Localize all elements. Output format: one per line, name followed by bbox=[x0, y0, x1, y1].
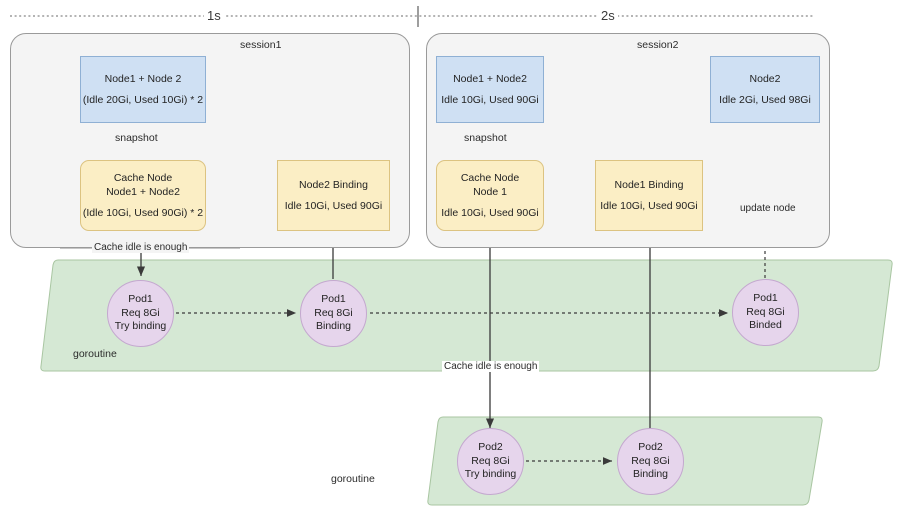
session2-binding-box-line1: Node1 Binding bbox=[614, 178, 684, 191]
pod1-try-binding-node[interactable]: Pod1 Req 8Gi Try binding bbox=[107, 280, 174, 347]
pod1-binding-line2: Req 8Gi bbox=[314, 306, 353, 319]
pod1-binding-line1: Pod1 bbox=[321, 292, 346, 305]
pod1-binded-line3: Binded bbox=[749, 319, 782, 332]
session2-title: session2 bbox=[637, 39, 679, 51]
session2-cache-box-line2: Node 1 bbox=[473, 185, 507, 198]
pod1-binding-line3: Binding bbox=[315, 320, 352, 333]
session1-node-box-line1: Node1 + Node 2 bbox=[104, 72, 182, 85]
pod1-try-binding-line2: Req 8Gi bbox=[121, 306, 160, 319]
pod1-try-binding-line3: Try binding bbox=[114, 320, 167, 333]
session1-snapshot-label: snapshot bbox=[115, 132, 158, 144]
session1-title: session1 bbox=[240, 39, 282, 51]
pod2-try-binding-line3: Try binding bbox=[464, 468, 517, 481]
session2-node2-box-line2: Idle 2Gi, Used 98Gi bbox=[719, 94, 811, 106]
pod2-binding-line2: Req 8Gi bbox=[631, 454, 670, 467]
session1-cache-box-line1: Cache Node bbox=[113, 171, 173, 184]
pod2-binding-node[interactable]: Pod2 Req 8Gi Binding bbox=[617, 428, 684, 495]
session1-cache-box-line3: (Idle 10Gi, Used 90Gi) * 2 bbox=[82, 207, 204, 220]
pod1-try-binding-line1: Pod1 bbox=[128, 292, 153, 305]
session2-node-box[interactable]: Node1 + Node2 Idle 10Gi, Used 90Gi bbox=[436, 56, 544, 123]
session1-binding-box-line2: Idle 10Gi, Used 90Gi bbox=[284, 200, 383, 212]
session1-binding-box-line1: Node2 Binding bbox=[299, 178, 368, 191]
goroutine-band-1 bbox=[40, 259, 893, 372]
goroutine-label-2: goroutine bbox=[331, 473, 375, 485]
pod1-binded-line1: Pod1 bbox=[753, 291, 778, 304]
pod1-binded-line2: Req 8Gi bbox=[746, 305, 785, 318]
session2-binding-box-line2: Idle 10Gi, Used 90Gi bbox=[600, 200, 698, 212]
session2-node2-box[interactable]: Node2 Idle 2Gi, Used 98Gi bbox=[710, 56, 820, 123]
pod2-binding-line1: Pod2 bbox=[638, 440, 663, 453]
session2-node-box-line1: Node1 + Node2 bbox=[453, 72, 527, 85]
session2-cache-box-line1: Cache Node bbox=[460, 171, 520, 184]
session1-node-box[interactable]: Node1 + Node 2 (Idle 20Gi, Used 10Gi) * … bbox=[80, 56, 206, 123]
timeline-axis bbox=[10, 6, 815, 27]
pod2-try-binding-line2: Req 8Gi bbox=[471, 454, 510, 467]
pod1-binding-node[interactable]: Pod1 Req 8Gi Binding bbox=[300, 280, 367, 347]
update-node-label: update node bbox=[738, 203, 798, 214]
timeline-tick-2s: 2s bbox=[598, 8, 618, 23]
session2-node-box-line2: Idle 10Gi, Used 90Gi bbox=[441, 94, 539, 106]
session2-snapshot-label: snapshot bbox=[464, 132, 507, 144]
goroutine-label-1: goroutine bbox=[73, 348, 117, 360]
session2-binding-box[interactable]: Node1 Binding Idle 10Gi, Used 90Gi bbox=[595, 160, 703, 231]
session1-cache-box-line2: Node1 + Node2 bbox=[106, 185, 180, 198]
session2-cache-box-line3: Idle 10Gi, Used 90Gi bbox=[441, 207, 539, 220]
timeline-tick-1s: 1s bbox=[204, 8, 224, 23]
pod2-try-binding-node[interactable]: Pod2 Req 8Gi Try binding bbox=[457, 428, 524, 495]
session1-node-box-line2: (Idle 20Gi, Used 10Gi) * 2 bbox=[82, 94, 204, 106]
pod2-try-binding-line1: Pod2 bbox=[478, 440, 503, 453]
session1-cache-idle-label: Cache idle is enough bbox=[92, 242, 190, 253]
session1-cache-box[interactable]: Cache Node Node1 + Node2 (Idle 10Gi, Use… bbox=[80, 160, 206, 231]
pod1-binded-node[interactable]: Pod1 Req 8Gi Binded bbox=[732, 279, 799, 346]
session2-node2-box-line1: Node2 bbox=[749, 72, 781, 85]
session1-binding-box[interactable]: Node2 Binding Idle 10Gi, Used 90Gi bbox=[277, 160, 390, 231]
session2-cache-box[interactable]: Cache Node Node 1 Idle 10Gi, Used 90Gi bbox=[436, 160, 544, 231]
session2-cache-idle-label: Cache idle is enough bbox=[442, 361, 540, 372]
pod2-binding-line3: Binding bbox=[632, 468, 669, 481]
